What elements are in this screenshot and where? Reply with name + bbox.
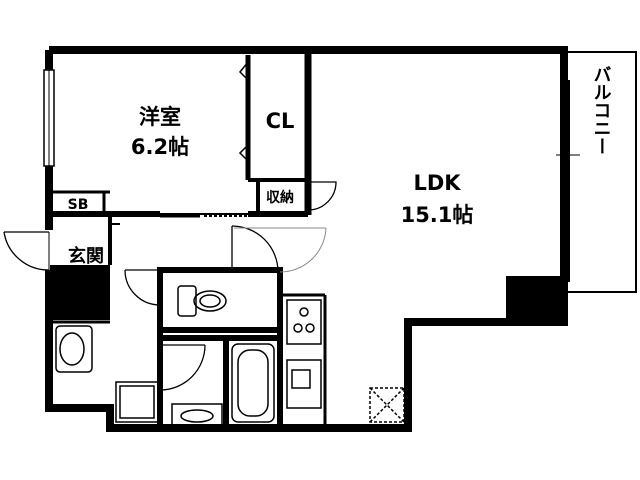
outer-wall bbox=[45, 46, 568, 432]
western-room-window bbox=[43, 69, 55, 167]
closet-door-marks bbox=[238, 61, 249, 162]
entrance-label: 玄関 bbox=[68, 245, 104, 267]
interior-walls bbox=[49, 50, 327, 428]
toilet bbox=[177, 285, 227, 317]
kitchen-sink bbox=[286, 359, 322, 409]
door-swings bbox=[3, 181, 337, 391]
wash-basin bbox=[171, 403, 223, 427]
entrance-wall-block bbox=[50, 265, 110, 320]
balcony-label: バルコニー bbox=[591, 65, 612, 155]
kitchen-stove bbox=[286, 299, 322, 345]
room-labels: 洋室 6.2帖 CL 収納 LDK 15.1帖 SB 玄関 bbox=[68, 105, 474, 267]
closet-label: CL bbox=[266, 109, 295, 133]
western-room-name: 洋室 bbox=[139, 105, 181, 129]
fixtures bbox=[55, 285, 405, 427]
ldk-pillar bbox=[506, 276, 564, 322]
western-room-size: 6.2帖 bbox=[131, 135, 189, 159]
storage-label: 収納 bbox=[266, 189, 294, 206]
washing-machine bbox=[115, 381, 159, 423]
fridge-space bbox=[369, 387, 405, 423]
ldk-size: 15.1帖 bbox=[401, 203, 474, 227]
shoe-box-label: SB bbox=[68, 197, 89, 213]
bathtub bbox=[231, 343, 275, 423]
sliding-door bbox=[160, 213, 248, 218]
washroom-basin bbox=[55, 325, 93, 373]
ldk-name: LDK bbox=[413, 171, 461, 195]
